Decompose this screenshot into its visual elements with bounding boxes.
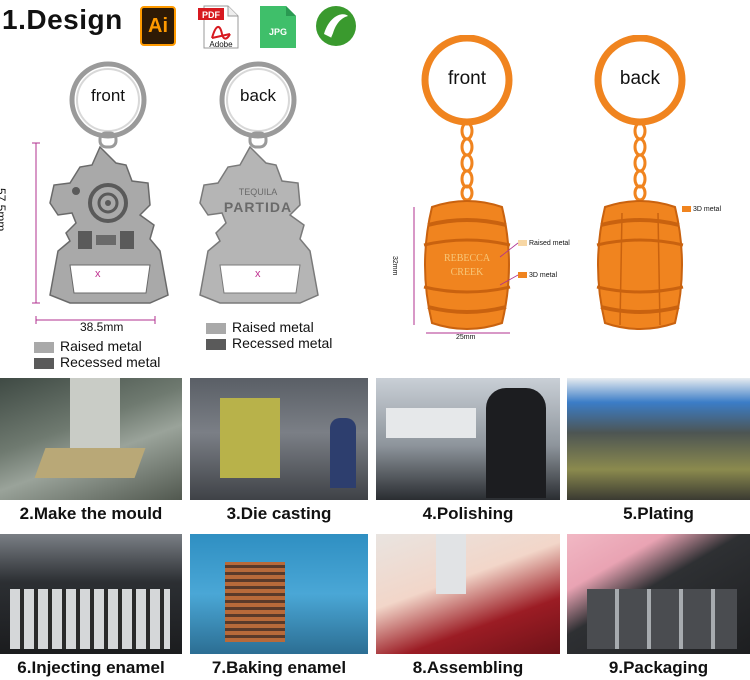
bottle-opener-drawing: x TEQUILA PARTIDA x <box>32 61 319 324</box>
barrel-height-dimension: 32mm <box>391 256 398 276</box>
pdf-brand-text: Adobe <box>209 40 233 49</box>
legend-recessed-metal: Recessed metal <box>206 335 332 351</box>
opener-back-label: back <box>240 86 276 105</box>
photo-injecting-enamel <box>0 534 182 654</box>
front-barrel: REBECCA CREEK <box>423 200 511 330</box>
opener-legend-left: Raised metal Recessed metal <box>34 338 160 370</box>
barrel-front-label: front <box>447 68 487 89</box>
back-engraving-line2: PARTIDA <box>224 199 292 215</box>
front-center-mark: x <box>95 268 101 280</box>
opener-legend-right: Raised metal Recessed metal <box>206 319 332 351</box>
jpg-icon: JPG <box>260 6 296 48</box>
barrel-raised-note: Raised metal <box>529 240 570 247</box>
back-engraving-line1: TEQUILA <box>239 187 278 197</box>
pdf-badge-text: PDF <box>202 10 221 20</box>
photo-plating <box>567 378 750 500</box>
photo-make-mould <box>0 378 182 500</box>
step-caption: 8.Assembling <box>412 658 524 677</box>
step-caption: 2.Make the mould <box>19 504 163 523</box>
step-caption: 5.Plating <box>623 504 694 523</box>
opener-front-label: front <box>90 86 126 105</box>
legend-raised-metal: Raised metal <box>34 338 160 354</box>
step-caption: 7.Baking enamel <box>211 658 347 677</box>
barrel-3d-note-back: 3D metal <box>693 206 722 213</box>
legend-recessed-metal: Recessed metal <box>34 354 160 370</box>
jpg-badge-text: JPG <box>269 27 287 37</box>
step-caption: 6.Injecting enamel <box>17 658 165 677</box>
back-barrel <box>596 200 684 330</box>
back-center-mark: x <box>255 268 261 280</box>
opener-height-dimension: 57.5mm <box>0 188 8 232</box>
opener-width-dimension: 38.5mm <box>80 320 124 334</box>
barrel-width-dimension: 25mm <box>456 334 476 341</box>
barrel-logo-line1: REBECCA <box>444 253 491 264</box>
photo-assembling <box>376 534 560 654</box>
section-title: 1.Design <box>2 4 123 35</box>
back-opener: TEQUILA PARTIDA x <box>199 145 319 304</box>
barrel-3d-note-front: 3D metal <box>529 272 558 279</box>
coreldraw-icon <box>316 6 356 46</box>
step-caption: 3.Die casting <box>226 504 332 523</box>
barrel-back-label: back <box>619 68 661 89</box>
barrel-drawing: REBECCA CREEK <box>413 35 691 334</box>
photo-polishing <box>376 378 560 500</box>
illustrator-icon: Ai <box>140 6 176 46</box>
step-caption: 9.Packaging <box>608 658 709 677</box>
front-key-ring <box>69 61 147 139</box>
front-opener: x <box>49 145 169 304</box>
legend-raised-metal: Raised metal <box>206 319 332 335</box>
back-key-ring <box>219 61 297 139</box>
pdf-icon: PDF Adobe <box>198 5 239 49</box>
barrel-logo-line2: CREEK <box>451 267 485 278</box>
photo-packaging <box>567 534 750 654</box>
photo-die-casting <box>190 378 368 500</box>
step-caption: 4.Polishing <box>422 504 514 523</box>
photo-baking-enamel <box>190 534 368 654</box>
